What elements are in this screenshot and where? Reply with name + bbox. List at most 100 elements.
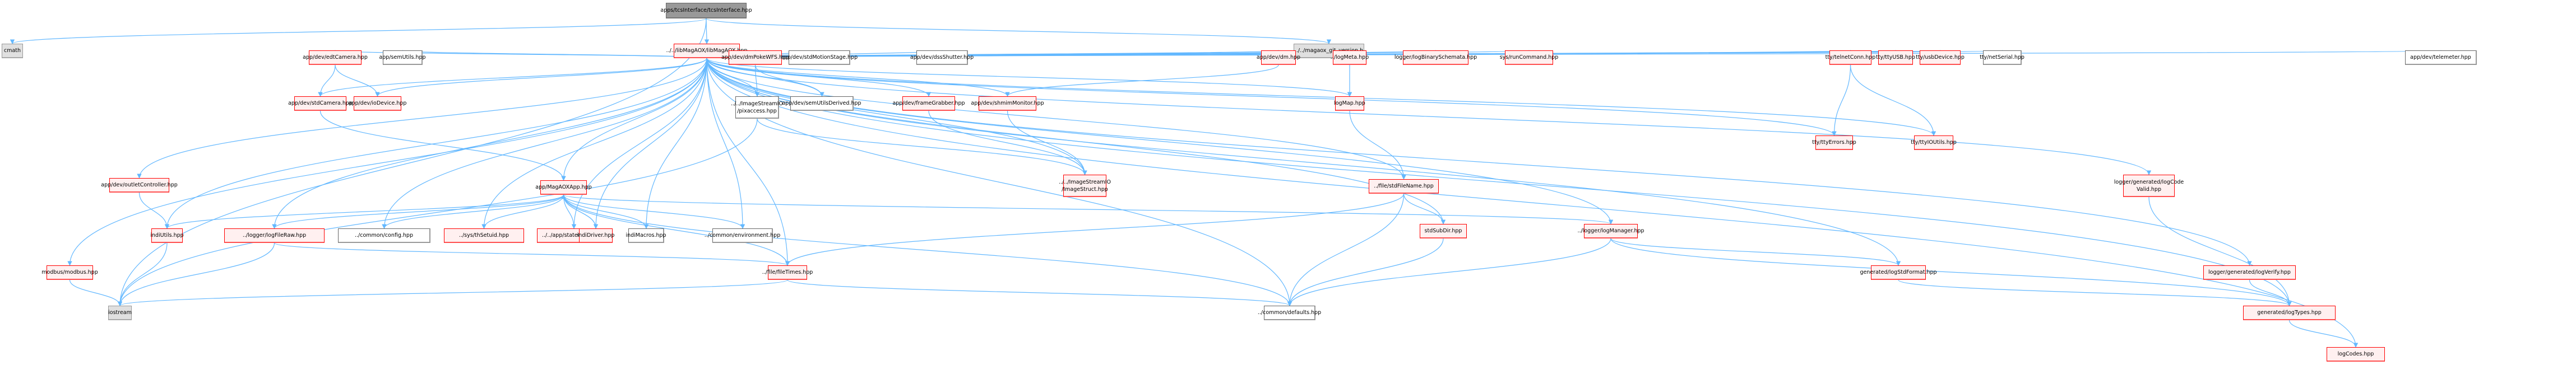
edge-libmagaox-to-log-map xyxy=(706,58,1352,97)
node-pixaccess[interactable]: ../../ImageStreamIO /pixaccess.hpp xyxy=(731,96,783,119)
edge-libmagaox-to-magaox-app xyxy=(561,58,707,181)
edge-libmagaox-to-log-std-format xyxy=(706,58,1901,266)
edge-libmagaox-to-log-code-valid xyxy=(706,58,2152,175)
edge-dm-poke-wfs-to-sem-utils-derived xyxy=(754,64,824,97)
node-std-sub-dir[interactable]: stdSubDir.hpp xyxy=(1420,224,1467,238)
edge-libmagaox-to-tty-ioutils xyxy=(706,58,1936,136)
node-th-setuid[interactable]: ../sys/thSetuid.hpp xyxy=(444,228,524,243)
edge-libmagaox-to-config xyxy=(382,58,707,229)
node-tty-errors[interactable]: tty/ttyErrors.hpp xyxy=(1812,135,1856,150)
node-file-times[interactable]: ../file/fileTimes.hpp xyxy=(762,265,813,280)
node-telemeter[interactable]: app/dev/telemeter.hpp xyxy=(2405,50,2477,65)
node-edt-camera[interactable]: app/dev/edtCamera.hpp xyxy=(303,50,368,65)
node-log-std-format[interactable]: generated/logStdFormat.hpp xyxy=(1860,265,1937,280)
edge-edt-camera-to-std-camera xyxy=(318,64,336,97)
edge-magaox-app-to-file-times xyxy=(563,194,790,266)
node-shmim-monitor[interactable]: app/dev/shmimMonitor.hpp xyxy=(971,96,1044,111)
edge-log-manager-to-log-types xyxy=(1610,238,2292,306)
node-usb-device[interactable]: tty/usbDevice.hpp xyxy=(1916,50,1965,65)
edge-libmagaox-to-std-file-name xyxy=(706,58,1406,180)
edge-dm-poke-wfs-to-pixaccess xyxy=(754,64,760,97)
edge-magaox-app-to-defaults xyxy=(563,194,1292,306)
node-std-camera[interactable]: app/dev/stdCamera.hpp xyxy=(288,96,353,111)
edge-modbus-to-iostream xyxy=(69,279,123,306)
edge-std-file-name-to-defaults xyxy=(1287,193,1405,306)
node-log-meta[interactable]: ../logMeta.hpp xyxy=(1331,50,1369,65)
edge-libmagaox-to-sem-utils-derived xyxy=(706,58,824,97)
edge-libmagaox-to-tty-errors xyxy=(706,58,1837,136)
node-indi-driver[interactable]: indiDriver.hpp xyxy=(577,228,614,243)
edge-log-std-format-to-log-types xyxy=(1898,279,2292,306)
edge-file-times-to-defaults xyxy=(787,279,1292,306)
edge-std-file-name-to-std-sub-dir xyxy=(1403,193,1446,224)
node-telnet-conn[interactable]: tty/telnetConn.hpp xyxy=(1826,50,1875,65)
node-frame-grabber[interactable]: app/dev/frameGrabber.hpp xyxy=(892,96,965,111)
node-sem-utils[interactable]: app/semUtils.hpp xyxy=(379,50,426,65)
node-environment[interactable]: ../common/environment.hpp xyxy=(705,228,780,243)
node-modbus[interactable]: modbus/modbus.hpp xyxy=(41,265,98,280)
edge-log-types-to-log-codes xyxy=(2288,320,2359,348)
node-dm[interactable]: app/dev/dm.hpp xyxy=(1257,50,1300,65)
edge-root-to-cmath xyxy=(10,18,707,44)
edge-libmagaox-to-sem-utils xyxy=(400,50,707,59)
edge-log-map-to-std-file-name xyxy=(1349,110,1406,180)
edge-file-times-to-iostream xyxy=(118,279,788,306)
node-root[interactable]: apps/tcsInterface/tcsInterface.hpp xyxy=(660,3,752,18)
edge-libmagaox-to-modbus xyxy=(67,58,707,266)
node-log-code-valid[interactable]: logger/generated/logCode Valid.hpp xyxy=(2114,175,2184,197)
node-indi-utils[interactable]: indiUtils.hpp xyxy=(150,228,184,243)
edge-libmagaox-to-std-camera xyxy=(318,58,707,97)
edges-layer xyxy=(10,18,2441,348)
node-log-binary-schemata[interactable]: logger/logBinarySchemata.hpp xyxy=(1394,50,1477,65)
edge-telnet-conn-to-tty-ioutils xyxy=(1850,64,1936,136)
edge-indi-utils-to-iostream xyxy=(117,242,168,306)
edge-log-file-raw-to-file-times xyxy=(274,242,790,266)
node-magaox-app[interactable]: app/MagAOXApp.hpp xyxy=(535,180,592,195)
edge-libmagaox-to-log-verify xyxy=(706,58,2252,266)
edge-log-file-raw-to-iostream xyxy=(117,242,275,306)
node-cmath[interactable]: cmath xyxy=(2,44,23,58)
edge-libmagaox-to-image-struct xyxy=(706,58,1087,175)
node-defaults[interactable]: ../common/defaults.hpp xyxy=(1258,306,1321,320)
edge-log-code-valid-to-log-types xyxy=(2148,196,2292,306)
edge-libmagaox-to-log-file-raw xyxy=(272,58,707,229)
edge-root-to-iostream xyxy=(117,18,707,306)
edge-pixaccess-to-image-struct xyxy=(757,118,1087,175)
edge-shmim-monitor-to-image-struct xyxy=(1007,110,1087,175)
edge-outlet-controller-to-indi-utils xyxy=(138,192,170,229)
node-image-struct[interactable]: ../../ImageStreamIO /ImageStruct.hpp xyxy=(1059,175,1111,197)
node-outlet-controller[interactable]: app/dev/outletController.hpp xyxy=(101,178,178,193)
edge-frame-grabber-to-image-struct xyxy=(928,110,1087,175)
node-sem-utils-derived[interactable]: app/dev/semUtilsDerived.hpp xyxy=(782,96,861,111)
node-dss-shutter[interactable]: app/dev/dssShutter.hpp xyxy=(910,50,974,65)
node-log-codes[interactable]: logCodes.hpp xyxy=(2327,347,2385,362)
node-config[interactable]: ../common/config.hpp xyxy=(338,228,430,243)
node-std-file-name[interactable]: ../file/stdFileName.hpp xyxy=(1369,179,1439,194)
node-dm-poke-wfs[interactable]: app/dev/dmPokeWFS.hpp xyxy=(721,50,789,65)
edge-magaox-app-to-th-setuid xyxy=(481,194,564,229)
node-log-verify[interactable]: logger/generated/logVerify.hpp xyxy=(2203,265,2296,280)
node-log-manager[interactable]: ../logger/logManager.hpp xyxy=(1577,224,1644,238)
node-log-file-raw[interactable]: ../logger/logFileRaw.hpp xyxy=(224,228,325,243)
node-log-types[interactable]: generated/logTypes.hpp xyxy=(2243,306,2336,320)
node-std-motion-stage[interactable]: app/dev/stdMotionStage.hpp xyxy=(781,50,858,65)
node-tty-ioutils[interactable]: tty/ttyIOUtils.hpp xyxy=(1911,135,1957,150)
edge-libmagaox-to-log-types xyxy=(706,58,2292,306)
node-net-serial[interactable]: tty/netSerial.hpp xyxy=(1980,50,2024,65)
node-io-device[interactable]: app/dev/ioDevice.hpp xyxy=(349,96,406,111)
edge-libmagaox-to-indi-utils xyxy=(164,58,707,229)
edge-indi-driver-to-magaox-app xyxy=(561,194,596,229)
edge-magaox-app-to-log-file-raw xyxy=(272,194,564,229)
edge-std-sub-dir-to-defaults xyxy=(1287,238,1444,306)
node-iostream[interactable]: iostream xyxy=(108,306,132,320)
edge-libmagaox-to-log-manager xyxy=(706,58,1614,224)
edge-root-to-gitver xyxy=(706,18,1331,44)
edge-libmagaox-to-io-device xyxy=(375,58,707,97)
edge-pixaccess-to-iostream xyxy=(117,118,758,306)
edge-libmagaox-to-log-codes xyxy=(706,58,2359,348)
edge-log-manager-to-log-std-format xyxy=(1610,238,1901,266)
node-indi-macros[interactable]: indiMacros.hpp xyxy=(626,228,666,243)
node-tty-usb[interactable]: tty/ttyUSB.hpp xyxy=(1876,50,1915,65)
node-log-map[interactable]: logMap.hpp xyxy=(1334,96,1365,111)
node-run-command[interactable]: sys/runCommand.hpp xyxy=(1500,50,1558,65)
